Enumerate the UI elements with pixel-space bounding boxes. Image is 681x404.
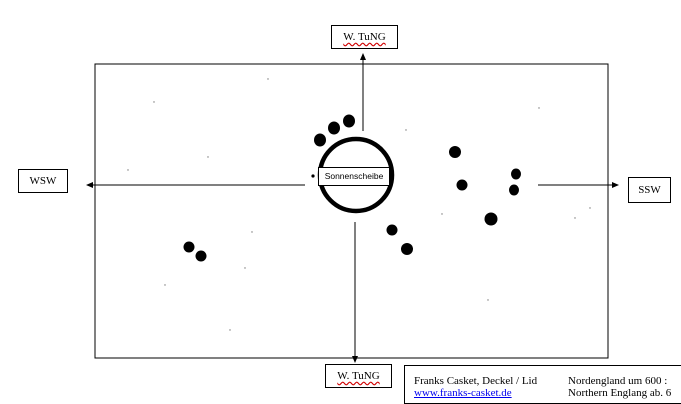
label-right: SSW [628, 177, 671, 203]
label-left: WSW [18, 169, 68, 193]
caption-note-en: Northern Englang ab. 6 [568, 387, 672, 399]
lid-frame [94, 63, 609, 359]
dots [183, 114, 521, 262]
caption-box: Franks Casket, Deckel / Lid www.franks-c… [404, 365, 681, 404]
label-top: W. TuNG [331, 25, 398, 49]
caption-link[interactable]: www.franks-casket.de [414, 387, 512, 399]
sun-label: Sonnenscheibe [318, 167, 390, 186]
specks [127, 78, 591, 331]
caption-note-de: Nordengland um 600 : [568, 375, 668, 387]
caption-title: Franks Casket, Deckel / Lid [414, 375, 538, 387]
label-bottom: W. TuNG [325, 364, 392, 388]
